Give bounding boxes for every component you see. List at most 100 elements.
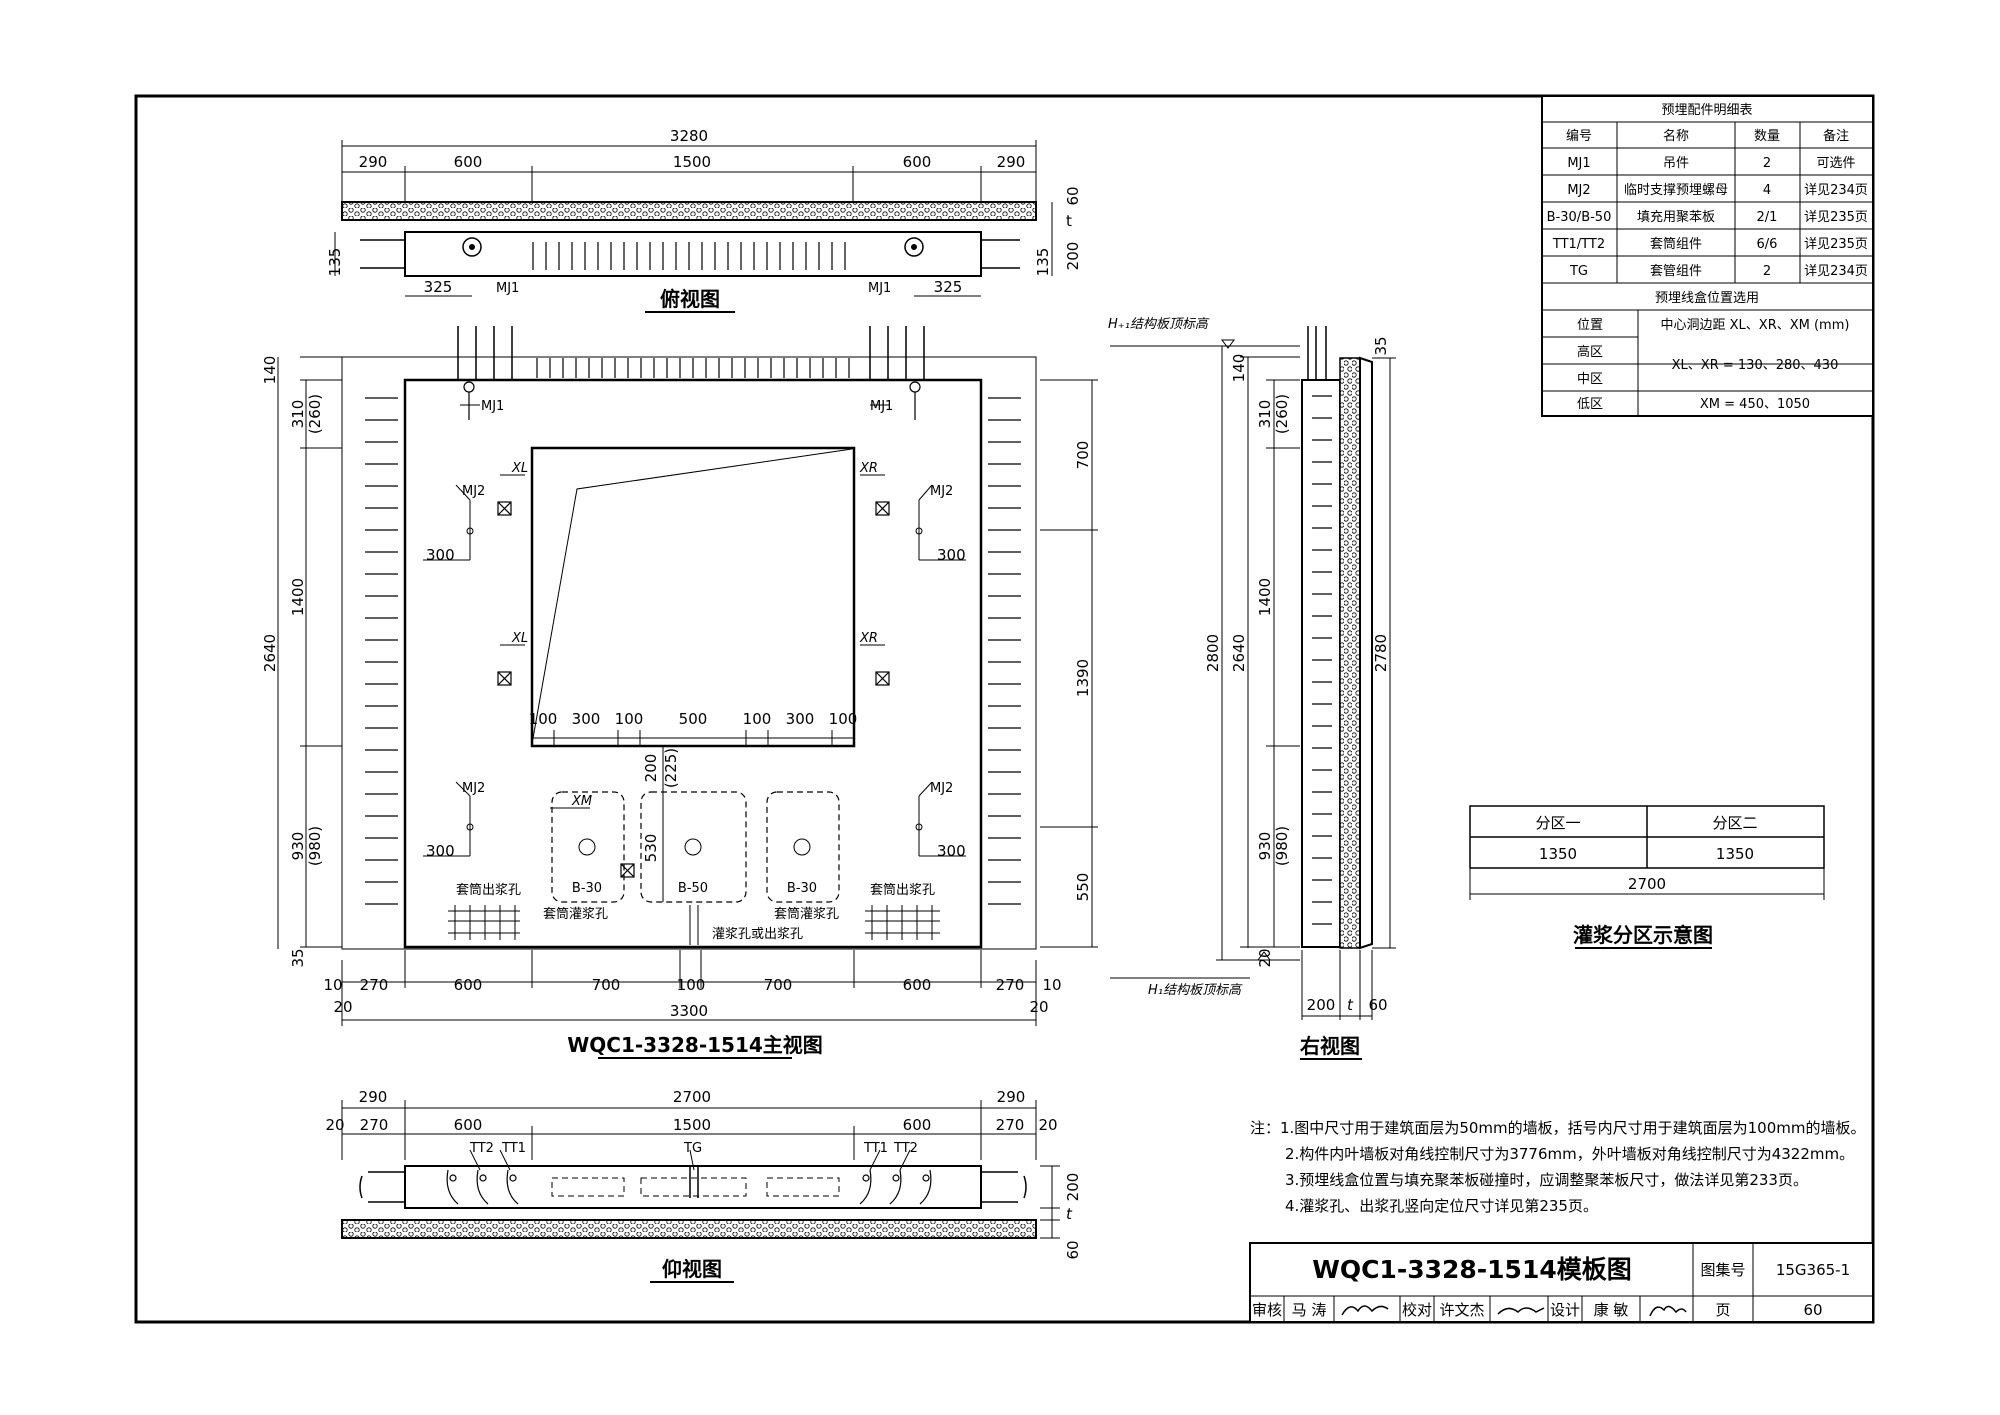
insulation-section (1339, 357, 1361, 949)
box-title: 预埋线盒位置选用 (1655, 290, 1759, 306)
tag-xl: XL (511, 461, 528, 476)
top-view-title: 俯视图 (660, 287, 720, 311)
dim-mid: (225) (662, 748, 680, 788)
dim-bottom: 20 (1029, 998, 1048, 1016)
dim-top: 290 (359, 1088, 388, 1106)
zone-value: 1350 (1539, 845, 1577, 863)
page-no: 60 (1803, 1301, 1822, 1319)
dim-left: 1400 (1256, 578, 1274, 616)
parts-table: 预埋配件明细表 编号 名称 数量 备注 MJ1 吊件 2 可选件 MJ2 临时支… (1541, 95, 1874, 417)
dim-right: 700 (1074, 441, 1092, 470)
cell: 填充用聚苯板 (1637, 209, 1715, 225)
level-top: H₊₁结构板顶标高 (1108, 317, 1210, 332)
tag-tt1: TT1 (863, 1141, 888, 1156)
tag-tg: TG (683, 1141, 702, 1156)
dim-left: 140 (1230, 354, 1248, 383)
dim-left: 930 (1256, 832, 1274, 861)
page-label: 页 (1715, 1301, 1730, 1319)
outer-wythe (341, 201, 1037, 221)
cell: 详见235页 (1804, 237, 1868, 252)
dim-lower: 325 (424, 278, 453, 296)
tag-tt2: TT2 (893, 1141, 918, 1156)
top-rebar-ticks (532, 242, 846, 270)
top-bars (457, 326, 925, 380)
lift-anchors (463, 381, 921, 420)
zone-value: 1350 (1716, 845, 1754, 863)
dim-total: 3280 (670, 127, 708, 145)
signature-mark (1497, 1307, 1545, 1315)
tag-mj1: MJ1 (496, 281, 519, 296)
sign-cell: 许文杰 (1439, 1301, 1484, 1319)
col-header: 数量 (1754, 129, 1780, 144)
col-header: 编号 (1566, 129, 1592, 144)
dim-bottom: 270 (360, 976, 389, 994)
inner-wythe (404, 231, 982, 277)
dim-bottom: 100 (677, 976, 706, 994)
dim-bottom: 700 (764, 976, 793, 994)
note-label: 套筒灌浆孔 (774, 906, 839, 922)
col-header: 名称 (1663, 128, 1689, 144)
dim-bottom: 700 (592, 976, 621, 994)
box-row: 高区 (1577, 344, 1603, 360)
right-rebar-ticks (988, 397, 1021, 905)
dim-300: 300 (426, 546, 455, 564)
cell: 套管组件 (1650, 263, 1702, 279)
dim-row2: 600 (903, 1116, 932, 1134)
note-line: 4.灌浆孔、出浆孔竖向定位尺寸详见第235页。 (1285, 1197, 1598, 1215)
cell: TG (1569, 264, 1588, 279)
level-bottom: H₁结构板顶标高 (1148, 983, 1243, 998)
dim-row2: 270 (360, 1116, 389, 1134)
tag-mj2: MJ2 (930, 781, 953, 796)
front-view: 140 310 (260) 1400 930 (980) 35 2640 700… (261, 326, 1098, 1059)
dim-bottom: 20 (333, 998, 352, 1016)
dim-seg: 290 (997, 153, 1026, 171)
cell: 2 (1763, 264, 1771, 279)
dim-seg: 290 (359, 153, 388, 171)
tag-xr: XR (859, 461, 878, 476)
cell: 套筒组件 (1650, 236, 1702, 252)
cell: MJ2 (1567, 183, 1590, 198)
bottom-view: 290 2700 290 20 270 600 1500 600 270 20 … (325, 1088, 1082, 1283)
dim-300: 300 (426, 842, 455, 860)
dim-right: 550 (1074, 873, 1092, 902)
right-view-title: 右视图 (1300, 1034, 1360, 1058)
dim-left: 310 (289, 400, 307, 429)
tag-mj2: MJ2 (930, 484, 953, 499)
dim-left: 35 (289, 948, 307, 967)
dim-side: 60 (1064, 186, 1082, 205)
sign-cell: 设计 (1550, 1301, 1580, 1319)
signature-mark (1649, 1305, 1687, 1317)
dim-left: 20 (1256, 948, 1274, 967)
cell: B-30/B-50 (1547, 210, 1612, 225)
outer-wythe-outline (341, 356, 1037, 950)
drawing-title: WQC1-3328-1514模板图 (1312, 1255, 1631, 1284)
dim-bottom: t (1347, 996, 1354, 1014)
dim-left: 2640 (1230, 634, 1248, 672)
note-label: 套筒灌浆孔 (543, 906, 608, 922)
dim-side: t (1066, 1205, 1073, 1223)
parts-title: 预埋配件明细表 (1661, 103, 1752, 118)
sign-cell: 校对 (1402, 1301, 1432, 1319)
note-line: 2.构件内叶墙板对角线控制尺寸为3776mm，外叶墙板对角线控制尺寸为4322m… (1285, 1145, 1854, 1163)
top-ticks (536, 358, 850, 378)
box-val: XL、XR = 130、280、430 (1672, 358, 1839, 373)
dim-bottom: 60 (1368, 996, 1387, 1014)
board-label: B-30 (572, 881, 602, 896)
note-line: 3.预埋线盒位置与填充聚苯板碰撞时，应调整聚苯板尺寸，做法详见第233页。 (1285, 1171, 1808, 1189)
sign-cell: 审核 (1252, 1301, 1282, 1319)
cell: 详见234页 (1804, 264, 1868, 279)
dim-left: (980) (1273, 826, 1291, 866)
dim-opening: 100 (829, 710, 858, 728)
cell: 吊件 (1663, 156, 1689, 171)
dim-opening: 300 (786, 710, 815, 728)
sign-cell: 康 敏 (1594, 1301, 1629, 1319)
note-label: 套筒出浆孔 (870, 882, 935, 898)
notes: 注：1.图中尺寸用于建筑面层为50mm的墙板，括号内尺寸用于建筑面层为100mm… (1250, 1119, 1865, 1215)
tag-tt1: TT1 (501, 1141, 526, 1156)
cell: 详见235页 (1804, 210, 1868, 225)
dim-300: 300 (937, 546, 966, 564)
grout-zone-title: 灌浆分区示意图 (1573, 923, 1713, 947)
dim-side: 200 (1064, 1173, 1082, 1202)
box-row: 低区 (1577, 397, 1603, 412)
